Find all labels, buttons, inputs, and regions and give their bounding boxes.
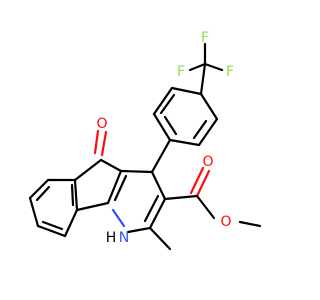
- bond-ph-5: [152, 86, 174, 116]
- bond-bz-inner-a: [35, 185, 51, 202]
- bond-c5a-c9b: [73, 178, 79, 212]
- bond-bz-inner-c: [70, 183, 75, 207]
- bond-cf3-c-f-left: [188, 62, 207, 72]
- bond-ph-3: [168, 138, 201, 147]
- atom-nitrogen: N: [119, 230, 129, 246]
- bond-ester-c-o-double-b: [189, 166, 205, 195]
- atom-hydrogen-nh: H: [106, 230, 117, 246]
- bond-c9b-c9a: [75, 201, 110, 212]
- bond-c4a-c5: [99, 158, 123, 173]
- bond-ph-inner-c: [163, 115, 178, 136]
- atom-fluorine: F: [177, 64, 185, 80]
- bond-layer: [28, 42, 262, 251]
- bond-bz-inner-b: [41, 220, 64, 231]
- bond-ph-1: [199, 92, 219, 121]
- bond-c9a-c4a: [106, 169, 123, 205]
- bond-bz-2: [28, 178, 50, 200]
- bond-ph-2: [197, 117, 219, 147]
- bond-c3-c2-double: [143, 194, 160, 223]
- bond-ph-to-c4: [150, 138, 172, 174]
- bond-cf3-to-ring: [199, 62, 207, 96]
- bond-c5-o-b: [93, 129, 100, 155]
- bond-cf3-c-f-right: [203, 62, 224, 72]
- bond-c9a-c4a-double: [113, 174, 128, 202]
- bond-c2-methyl: [148, 226, 172, 251]
- bond-ph-4: [152, 112, 172, 142]
- bond-c2-n1: [126, 226, 152, 234]
- bond-o-methyl: [238, 220, 262, 228]
- atom-oxygen-ketone: O: [96, 116, 107, 132]
- atom-label-layer: F F F O O O H N: [96, 30, 234, 246]
- bond-c5-o-a: [100, 130, 108, 157]
- atom-oxygen-carbonyl: O: [202, 154, 213, 170]
- atom-fluorine: F: [201, 30, 209, 46]
- bond-ester-c-o-single: [195, 194, 216, 220]
- bond-ph-inner-a: [192, 119, 208, 140]
- bond-ester-c-o-double-a: [195, 169, 211, 198]
- bond-ph-inner-b: [159, 93, 176, 115]
- bond-n1-c9a: [111, 208, 126, 228]
- bond-bz-4: [36, 224, 67, 238]
- bond-bz-3: [28, 196, 40, 228]
- bond-c3-ester-c: [163, 194, 199, 201]
- bond-c4-c4a: [119, 169, 154, 174]
- bond-c4-c3: [150, 170, 167, 201]
- bond-c3-c2: [148, 197, 167, 230]
- bond-ph-6: [170, 86, 203, 96]
- bond-c5-c5a: [73, 158, 103, 182]
- atom-oxygen-ester: O: [220, 214, 231, 230]
- bond-bz-5: [63, 208, 79, 238]
- atom-fluorine: F: [226, 64, 234, 80]
- molecule-structure: F F F O O O H N: [28, 30, 262, 251]
